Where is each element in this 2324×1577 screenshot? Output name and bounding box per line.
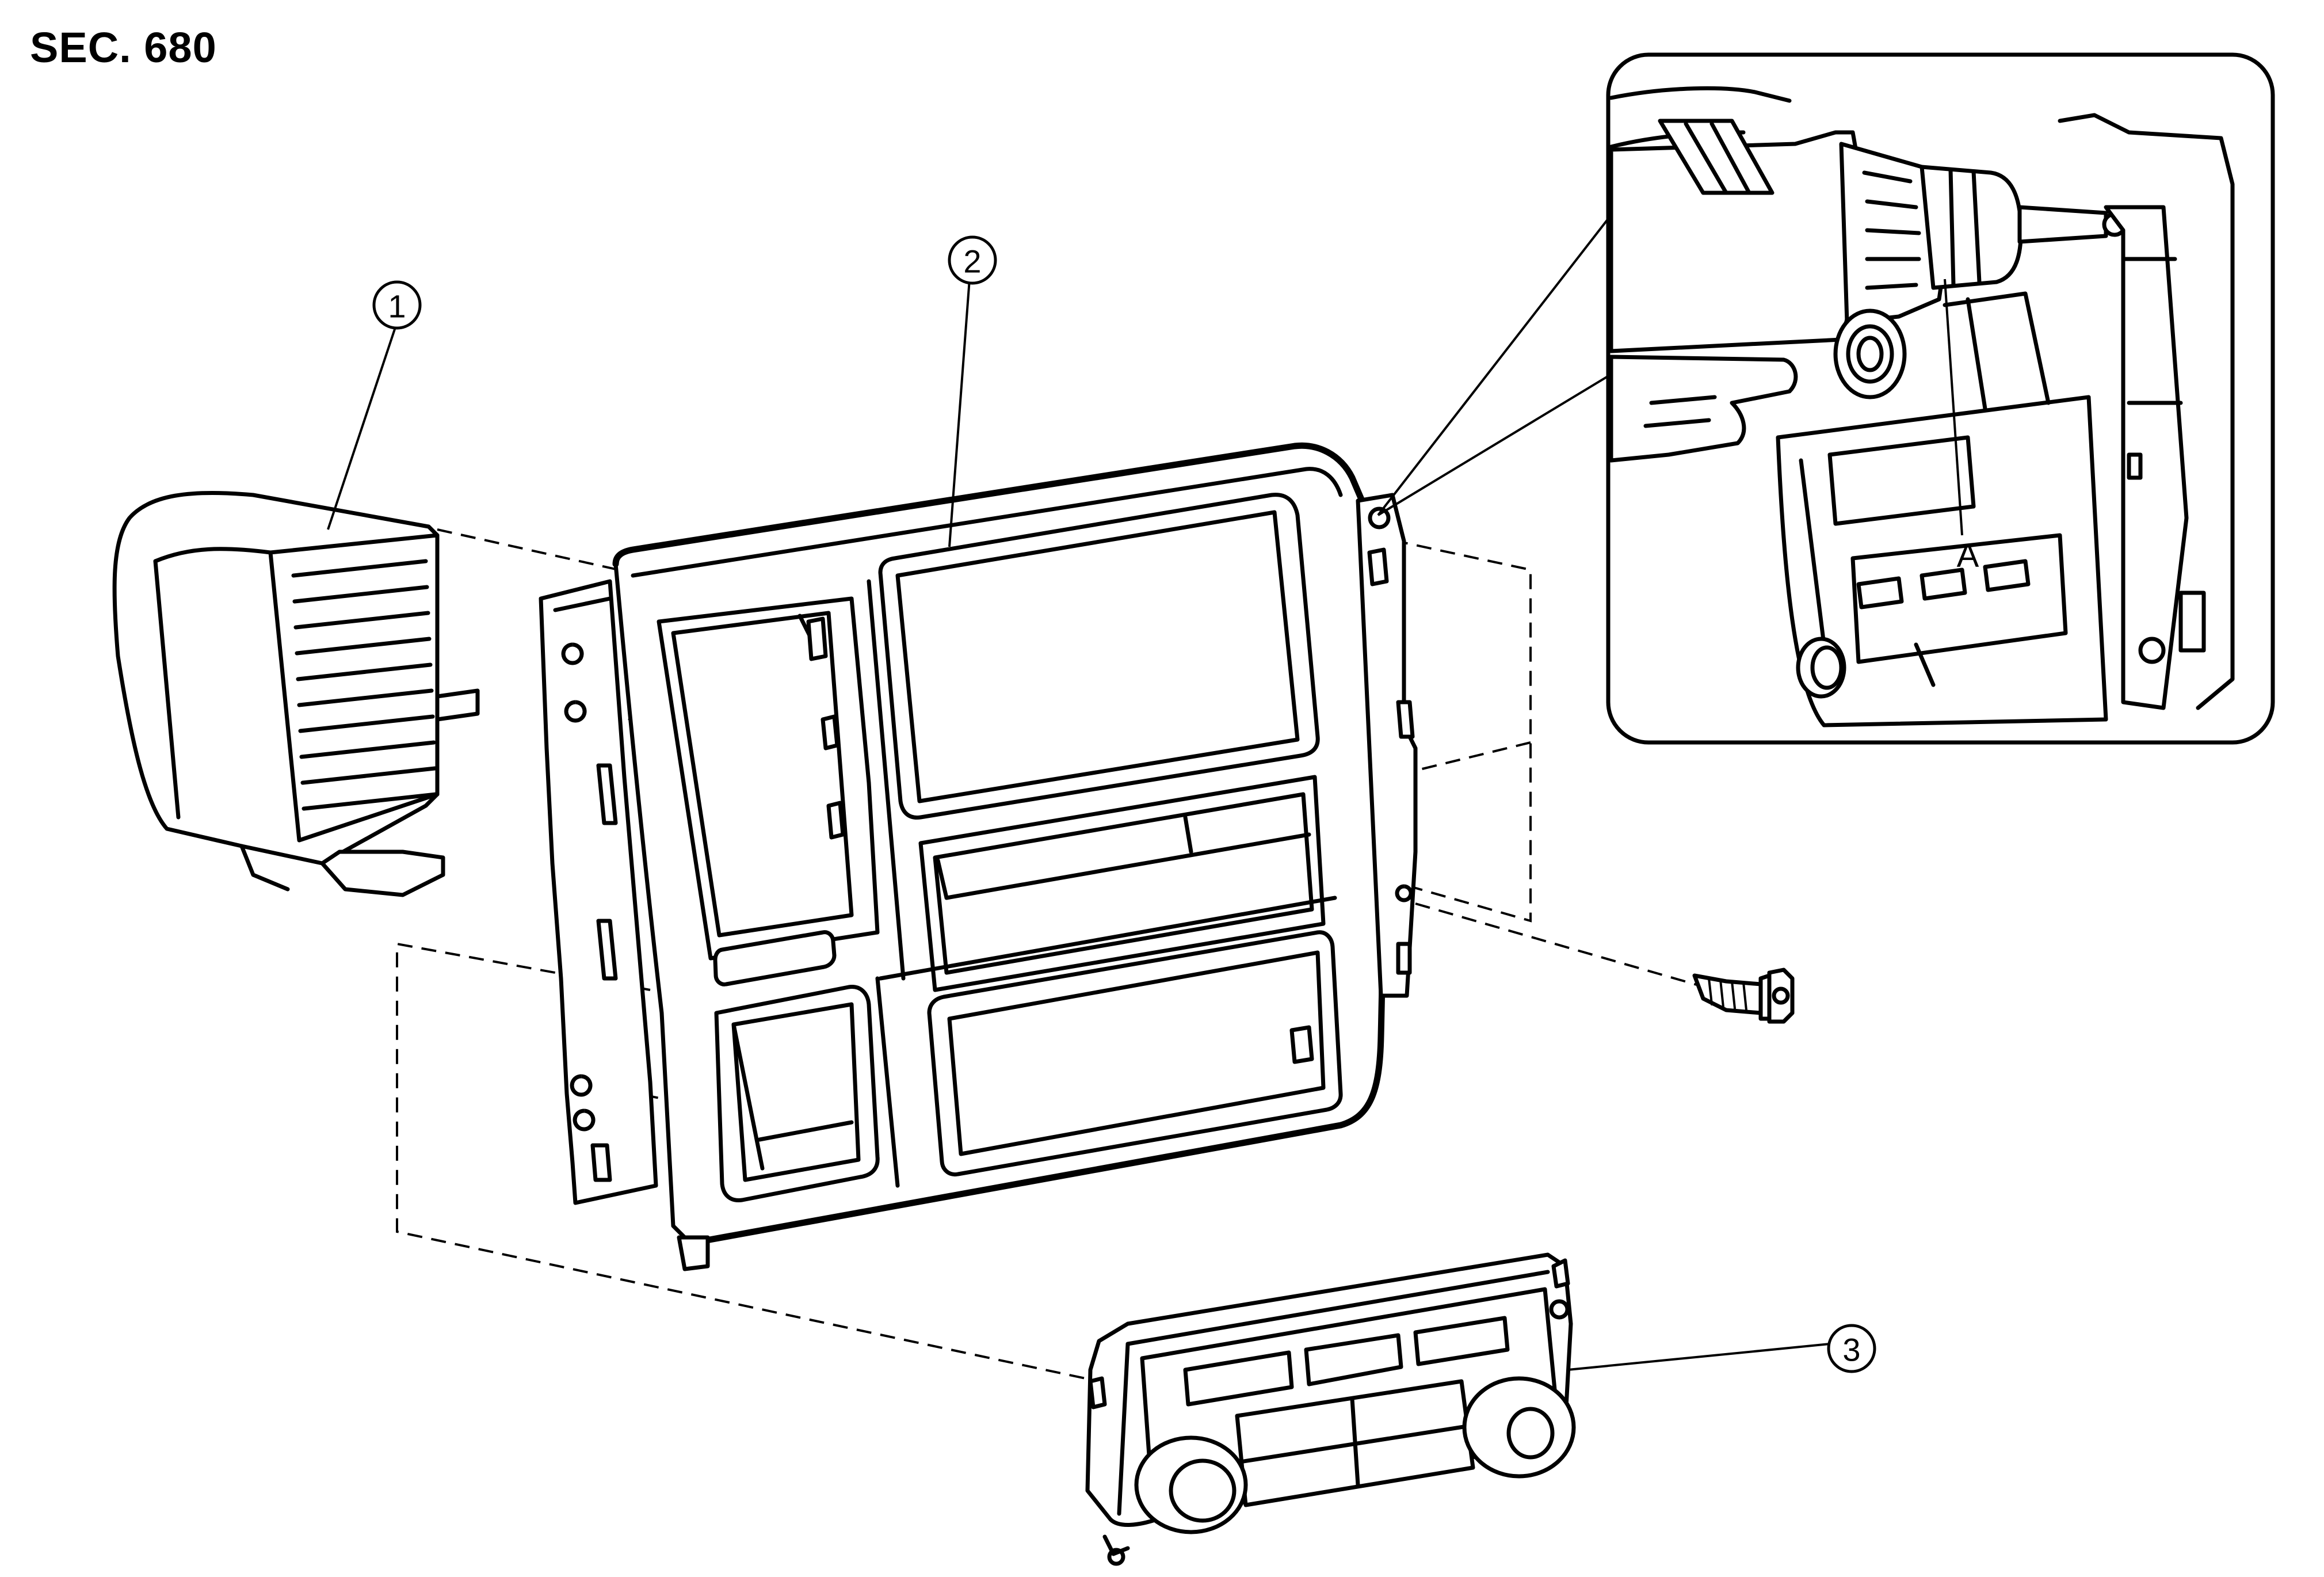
callout-3-label: 3: [1842, 1332, 1860, 1368]
callout-2: 2: [948, 235, 997, 285]
detail-a-label: A: [1957, 537, 1979, 574]
callout-1: 1: [372, 280, 422, 330]
side-vent-part-1: [112, 490, 480, 897]
cluster-bezel-part-2: [539, 442, 1418, 1271]
callout-leaders: [327, 279, 1830, 1371]
callout-2-label: 2: [963, 243, 981, 280]
vent-louvers: [291, 559, 438, 811]
callout-1-label: 1: [388, 288, 406, 325]
left-knob: [1134, 1435, 1248, 1534]
control-unit-part-3: [1085, 1252, 1576, 1566]
right-knob: [1462, 1376, 1576, 1479]
callout-3: 3: [1827, 1324, 1876, 1373]
section-label: SEC. 680: [30, 24, 217, 71]
screw: [1692, 967, 1795, 1024]
detail-inset: [1377, 52, 2275, 745]
